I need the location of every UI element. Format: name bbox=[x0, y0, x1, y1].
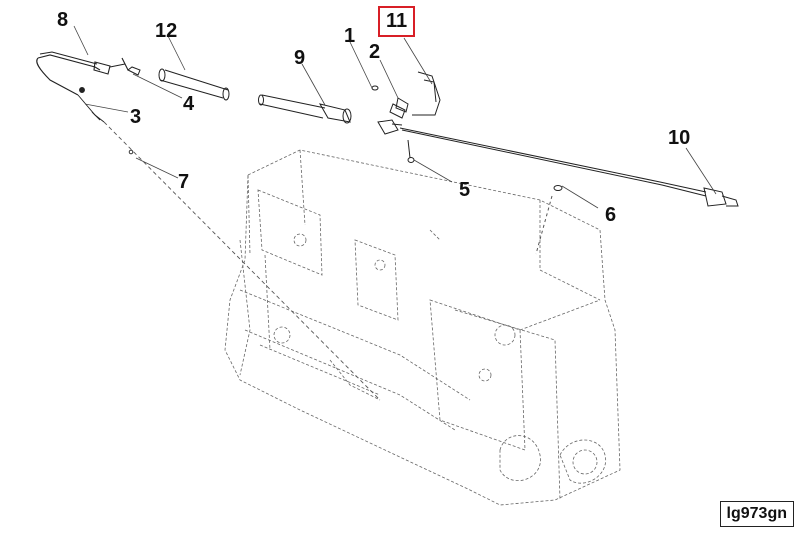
bracket-11 bbox=[389, 71, 441, 119]
engine-block bbox=[224, 149, 621, 506]
hose-12 bbox=[158, 68, 230, 101]
leader-lines bbox=[73, 25, 717, 209]
callout-9: 9 bbox=[294, 47, 306, 69]
callout-1: 1 bbox=[344, 25, 356, 47]
callout-7: 7 bbox=[178, 171, 190, 193]
callout-8: 8 bbox=[57, 9, 69, 31]
callout-10: 10 bbox=[668, 127, 691, 149]
callout-11-highlighted: 11 bbox=[378, 6, 416, 37]
cable-10 bbox=[399, 127, 739, 207]
washer-1 bbox=[371, 85, 379, 91]
callout-3: 3 bbox=[130, 106, 142, 128]
callout-12: 12 bbox=[155, 20, 178, 42]
callout-2: 2 bbox=[369, 41, 381, 63]
gauge-tube-8 bbox=[36, 51, 129, 96]
clip-4 bbox=[127, 66, 141, 76]
tube-9 bbox=[258, 94, 352, 124]
fitting-5 bbox=[377, 119, 415, 163]
dipstick-lower bbox=[77, 87, 381, 401]
plug-6 bbox=[535, 185, 563, 255]
callout-4: 4 bbox=[183, 93, 195, 115]
callout-5: 5 bbox=[459, 179, 471, 201]
callout-6: 6 bbox=[605, 204, 617, 226]
reference-code-label: lg973gn bbox=[719, 501, 794, 527]
